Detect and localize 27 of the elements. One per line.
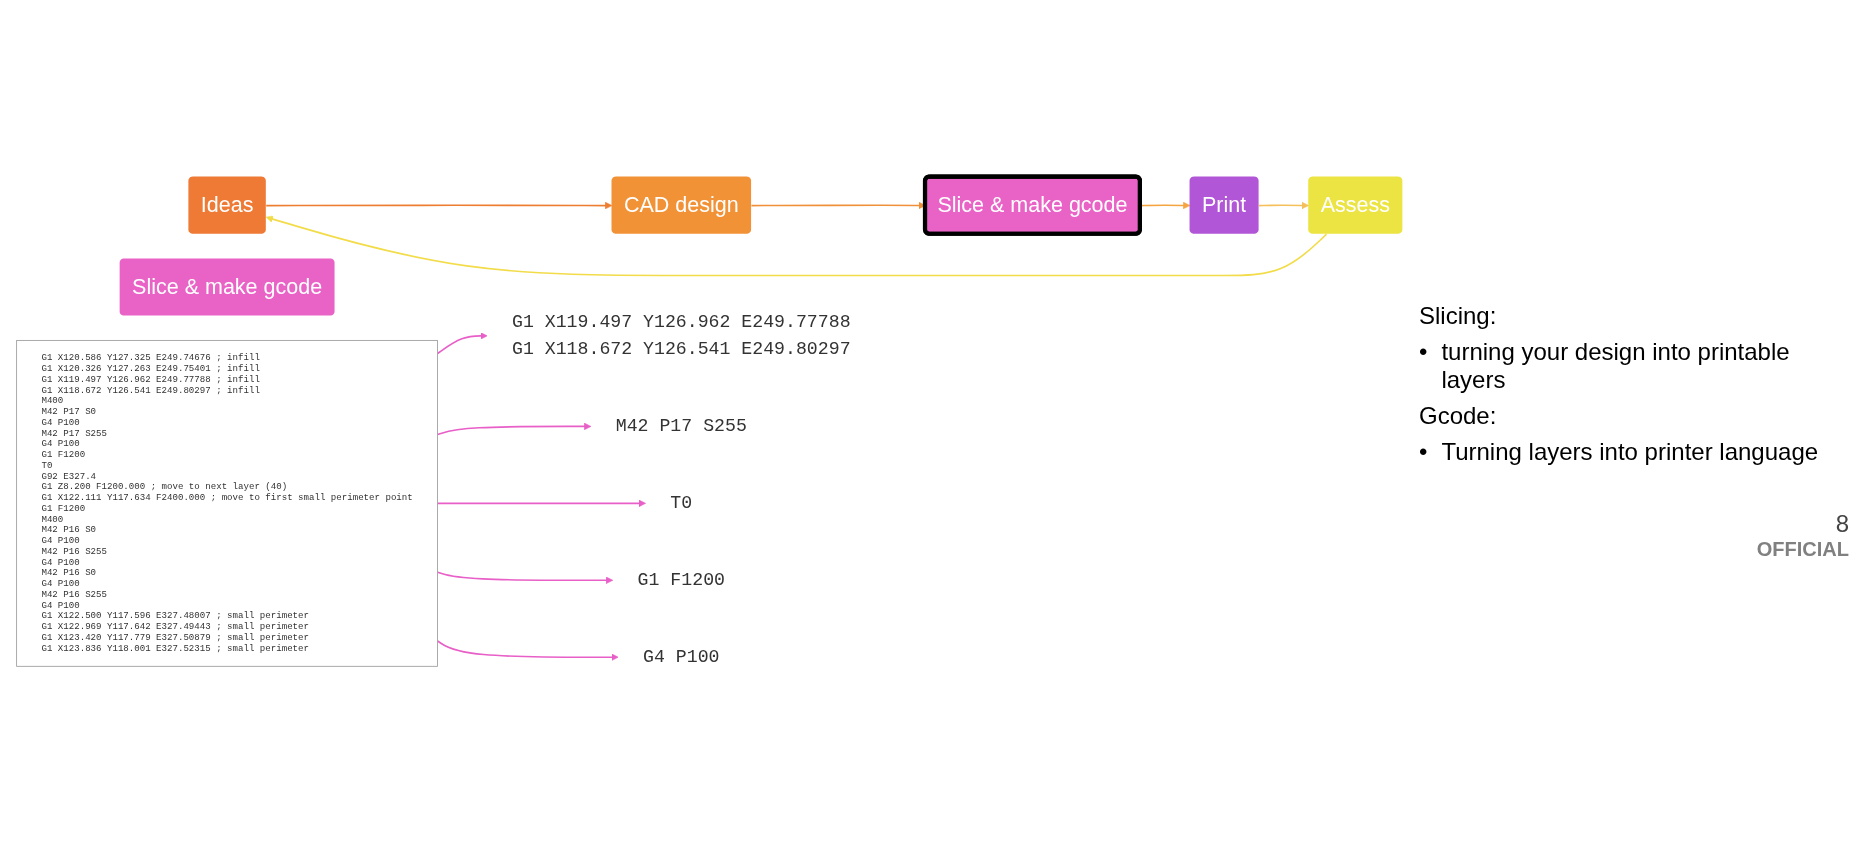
- node-box: Print: [1189, 176, 1259, 234]
- bullet-marker: •: [1419, 438, 1428, 466]
- node-box: Slice & make gcode: [119, 258, 335, 316]
- arrow: [436, 499, 646, 507]
- node-box: Assess: [1308, 176, 1403, 234]
- arrow: [436, 422, 592, 435]
- node-box: G1 X120.586 Y127.325 E249.74676 ; infill G1 X120.326 Y127.263 E249.75401 ; infill G1 X119.497 Y126.962 E249.77788 ; infill G1 X118.672 Y126.541 E249.80297 ; infill M400 M42 P17 S0 G4 P100 M42 P17 S255 G4 P100 G1 F1200 T0 G92 E327.4 G1 Z8.200 F1200.000 ; move to next layer (40) G1 X122.111 Y117.634 F2400.000 ; move to first small perimeter point G1 F1200 M400 M42 P16 S0 G4 P100 M42 P16 S255 G4 P100 M42 P16 S0 G4 P100 M42 P16 S255 G4 P100 G1 X122.500 Y117.596 E327.48007 ; small perimeter G1 X122.969 Y117.642 E327.49443 ; small perimeter G1 X123.420 Y117.779 E327.50879 ; small perimeter G1 X123.836 Y118.001 E327.52315 ; small perimeter: [16, 339, 438, 667]
- node-box: Ideas: [188, 176, 266, 234]
- heading-text: Gcode:: [1419, 402, 1498, 430]
- node-text: G4 P100: [643, 646, 720, 668]
- node-box: CAD design: [611, 176, 752, 234]
- arrow: [265, 201, 613, 209]
- heading-text: Slicing:: [1419, 302, 1498, 330]
- classification-label: OFFICIAL: [1755, 538, 1849, 561]
- bullet-marker: •: [1419, 338, 1428, 367]
- node-text: G1 X119.497 Y126.962 E249.77788 G1 X118.672 Y126.541 E249.80297: [512, 311, 851, 360]
- node-text: M42 P17 S255: [615, 415, 747, 437]
- arrow: [1258, 201, 1309, 209]
- arrow: [436, 570, 614, 584]
- arrow: [436, 639, 619, 661]
- node-text: G1 F1200: [637, 569, 725, 591]
- arrow: [436, 331, 488, 354]
- node-text: T0: [670, 492, 693, 514]
- bullet-text: turning your design into printable layers: [1441, 338, 1791, 394]
- page-number: 8: [1834, 510, 1849, 538]
- bullet-text: Turning layers into printer language: [1441, 438, 1819, 466]
- arrow: [265, 215, 1328, 276]
